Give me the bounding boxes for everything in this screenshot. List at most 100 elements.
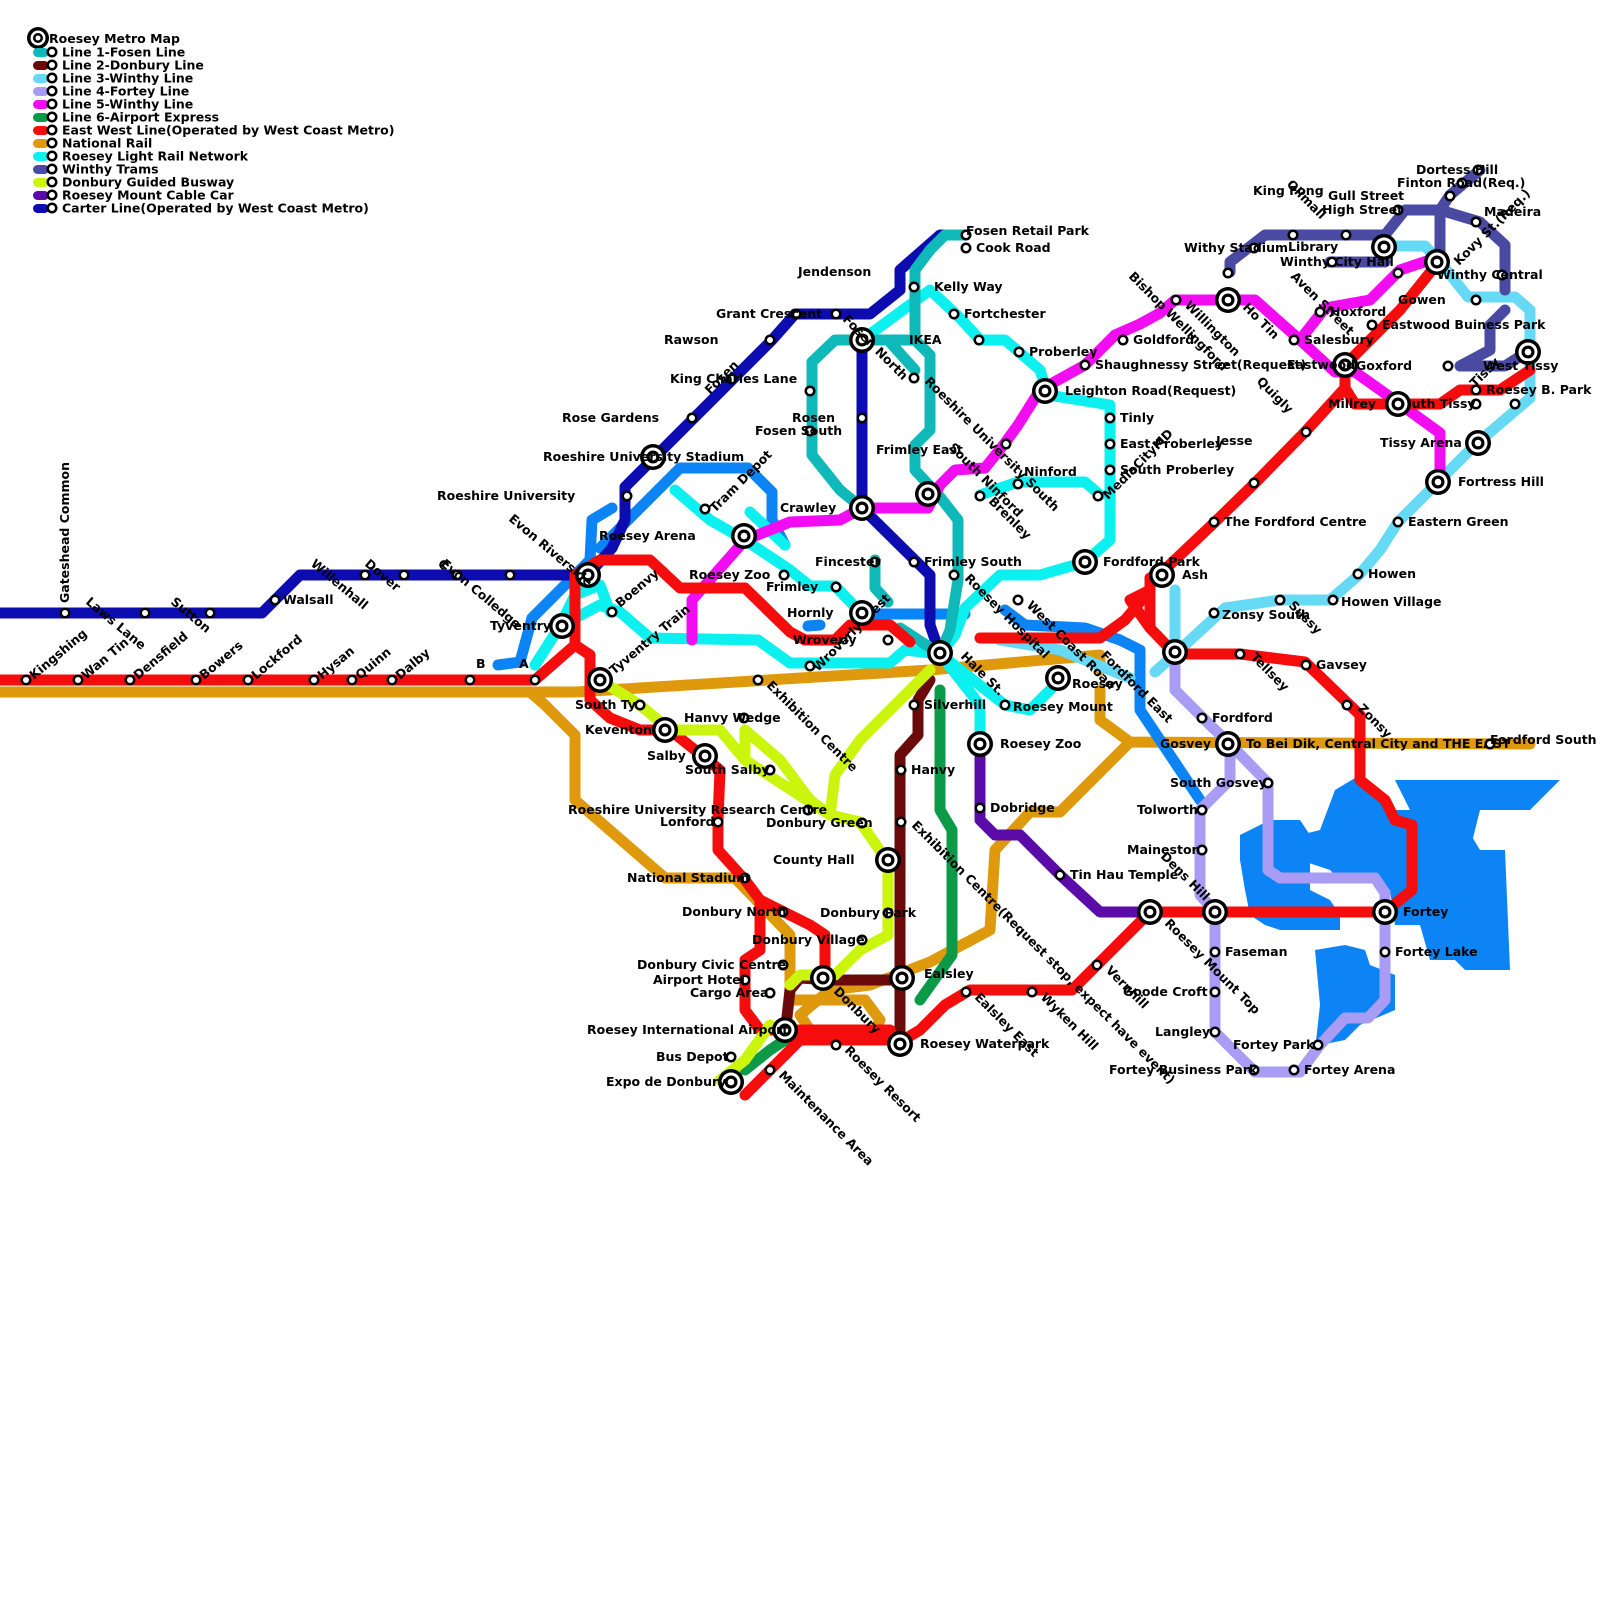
- station[interactable]: A: [519, 656, 541, 686]
- station[interactable]: South Tissy: [1394, 396, 1482, 411]
- station[interactable]: Fordford South: [1484, 732, 1597, 750]
- station[interactable]: Fortchester: [948, 306, 1047, 321]
- station[interactable]: Maineston: [1127, 842, 1208, 857]
- station[interactable]: Expo de Donbury: [606, 1069, 744, 1095]
- station[interactable]: Roeshire University: [437, 488, 633, 503]
- station[interactable]: Fosen Retail Park: [960, 223, 1090, 241]
- station[interactable]: Hanvy Wedge: [684, 710, 781, 725]
- station[interactable]: Madeira: [1470, 204, 1542, 228]
- station[interactable]: Fordford Park: [1072, 549, 1201, 575]
- station[interactable]: Donbury Civic Centre: [637, 957, 789, 972]
- station[interactable]: Tinly: [1104, 410, 1155, 425]
- station[interactable]: Roeshire University Stadium: [543, 444, 744, 470]
- station[interactable]: Fortress Hill: [1425, 469, 1544, 495]
- station[interactable]: Winthy Central: [1437, 267, 1543, 282]
- station[interactable]: Rosen: [792, 410, 868, 425]
- station[interactable]: Howen: [1352, 566, 1416, 581]
- station[interactable]: Lonford: [660, 814, 724, 829]
- station[interactable]: Roesey Arena: [599, 523, 757, 549]
- station[interactable]: Rose Gardens: [562, 410, 698, 425]
- station[interactable]: Roesey Waterpark: [887, 1031, 1050, 1057]
- station[interactable]: National Stadium: [627, 870, 751, 885]
- station[interactable]: Eastwood: [1287, 352, 1358, 378]
- station[interactable]: Airport Hotel: [653, 972, 751, 987]
- station[interactable]: Langley: [1155, 1024, 1221, 1039]
- station[interactable]: B: [464, 656, 486, 686]
- station[interactable]: Finton Road(Req.): [1397, 175, 1525, 190]
- station[interactable]: South Ty: [575, 697, 646, 712]
- station[interactable]: Dobridge: [974, 800, 1055, 815]
- station[interactable]: Roesey Zoo: [967, 731, 1082, 757]
- station[interactable]: Roesey International Airport: [587, 1017, 798, 1043]
- station[interactable]: Gavsey: [1300, 657, 1367, 672]
- station[interactable]: The Fordford Centre: [1208, 514, 1367, 529]
- station[interactable]: Shaughnessy Street(Request): [1079, 357, 1307, 372]
- station[interactable]: South Salby: [685, 762, 776, 777]
- station[interactable]: Howen Village: [1327, 594, 1442, 609]
- station[interactable]: Roesey Mount: [999, 699, 1113, 714]
- station[interactable]: Fordford: [1196, 710, 1273, 725]
- station[interactable]: Millrey: [1328, 391, 1411, 417]
- station[interactable]: King Fong: [1253, 183, 1324, 241]
- station[interactable]: West Tissy: [1483, 339, 1558, 373]
- station[interactable]: Eastern Green: [1392, 514, 1509, 529]
- station[interactable]: Hornly: [787, 600, 875, 626]
- station[interactable]: Keventon: [585, 717, 678, 743]
- station[interactable]: Faseman: [1209, 944, 1288, 959]
- station[interactable]: Proberley: [1013, 344, 1098, 359]
- station[interactable]: Tolworth: [1137, 802, 1208, 817]
- station[interactable]: Roesey B. Park: [1470, 382, 1593, 397]
- station[interactable]: Donbury Park: [820, 905, 917, 920]
- station[interactable]: Ninford: [1012, 464, 1077, 490]
- station[interactable]: Fosen South: [755, 423, 842, 438]
- station[interactable]: Hoxford: [1314, 304, 1387, 319]
- station[interactable]: Hanvy: [895, 762, 956, 777]
- station[interactable]: Silverhill: [908, 697, 987, 712]
- station[interactable]: Frimley East: [876, 442, 963, 507]
- station[interactable]: Goxford: [1356, 358, 1454, 373]
- station[interactable]: Bus Depot: [656, 1049, 737, 1064]
- station[interactable]: Roeshire University Research Centre: [568, 802, 827, 817]
- station[interactable]: Zonsy: [1341, 699, 1396, 741]
- station[interactable]: Roesey Resort: [830, 1039, 925, 1125]
- station[interactable]: Eastwood Buiness Park: [1366, 317, 1547, 332]
- station[interactable]: Fortey: [1372, 899, 1448, 925]
- station[interactable]: Crawley: [780, 495, 875, 521]
- station[interactable]: Withy Stadium: [1184, 240, 1288, 255]
- station[interactable]: Kelly Way: [908, 279, 1003, 294]
- station[interactable]: Donbury North: [682, 904, 789, 919]
- station[interactable]: Fortey Arena: [1288, 1062, 1396, 1077]
- station[interactable]: Boenvy: [606, 566, 662, 618]
- station[interactable]: Donbury Green: [766, 815, 873, 830]
- station[interactable]: Roesey Zoo: [689, 567, 790, 582]
- station[interactable]: Gull Street: [1328, 188, 1456, 203]
- station[interactable]: Salesbury: [1288, 332, 1374, 347]
- station[interactable]: Roesey: [1045, 665, 1123, 691]
- station[interactable]: Gateshead Common: [57, 462, 72, 619]
- station[interactable]: Tissy Arena: [1380, 430, 1491, 456]
- station[interactable]: East Proberley: [1104, 436, 1224, 451]
- station[interactable]: Fincester: [815, 554, 882, 569]
- station[interactable]: Donbury Village: [752, 932, 868, 947]
- station[interactable]: Rawson: [664, 332, 776, 347]
- station[interactable]: Tyventry: [490, 613, 575, 639]
- station[interactable]: Wroverly: [793, 632, 894, 647]
- station[interactable]: Gowen: [1398, 292, 1482, 307]
- station[interactable]: Maintenance Area: [764, 1064, 877, 1169]
- station[interactable]: Cargo Area: [690, 985, 776, 1000]
- station[interactable]: Cook Road: [960, 240, 1051, 255]
- station[interactable]: Library: [1288, 234, 1397, 260]
- station[interactable]: Fortey Park: [1233, 1037, 1324, 1052]
- station[interactable]: Zonsy South: [1208, 607, 1310, 622]
- station[interactable]: Leighton Road(Request): [1032, 378, 1236, 404]
- station[interactable]: Goldford: [1117, 332, 1195, 347]
- station[interactable]: Fortey Business Park: [1109, 1062, 1260, 1077]
- station[interactable]: Walsall: [269, 592, 334, 607]
- station[interactable]: Dortess Hill: [1416, 162, 1498, 177]
- station[interactable]: King Charles Lane: [670, 371, 797, 386]
- station[interactable]: Winthy City Hall: [1280, 254, 1394, 269]
- station[interactable]: Ash: [1149, 562, 1208, 588]
- station[interactable]: Jesse: [1215, 433, 1260, 489]
- station[interactable]: Gosvey: [1160, 731, 1241, 757]
- station[interactable]: To Bei Dik, Central City and THE EAST: [1246, 736, 1511, 751]
